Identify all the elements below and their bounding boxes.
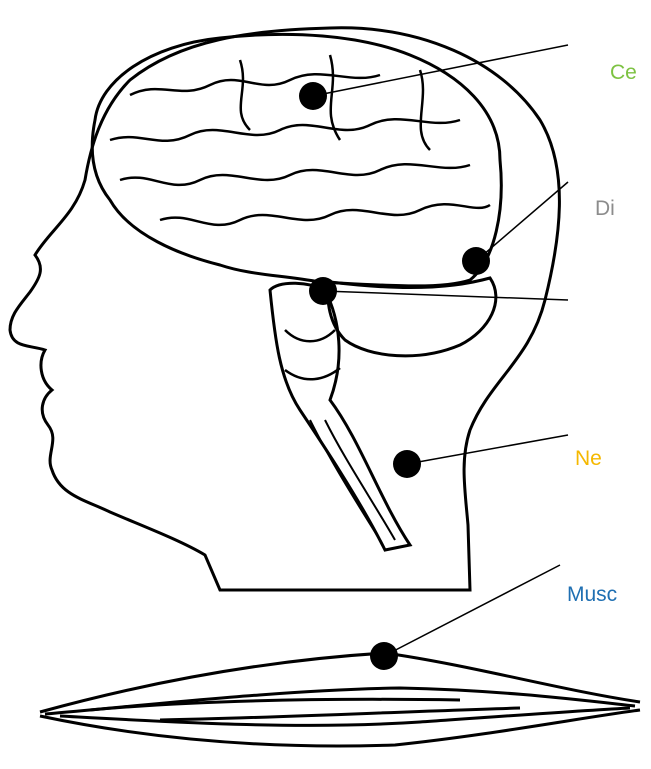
head-outline <box>10 28 559 590</box>
cerebellum-shape <box>328 278 496 356</box>
muscle-shape <box>40 653 640 746</box>
marker-cerebrum <box>299 82 327 110</box>
label-diencephalon: Di <box>595 198 615 219</box>
leader-nerve <box>407 435 568 464</box>
label-cerebrum: Ce <box>610 62 637 83</box>
brainstem-detail <box>285 330 335 341</box>
brainstem-shape <box>270 283 410 550</box>
leader-cerebrum <box>313 45 568 96</box>
marker-muscle <box>370 642 398 670</box>
marker-diencephalon <box>462 247 490 275</box>
leader-muscle <box>384 565 560 656</box>
cerebrum-shape <box>92 34 501 286</box>
marker-cerebellum <box>309 277 337 305</box>
leader-cerebellum <box>323 291 568 300</box>
label-muscle: Musc <box>567 584 617 605</box>
label-nerve: Ne <box>575 448 602 469</box>
cerebrum-folds <box>110 55 490 225</box>
spinal-detail <box>325 420 395 540</box>
brainstem-detail <box>285 368 340 379</box>
marker-nerve <box>393 450 421 478</box>
